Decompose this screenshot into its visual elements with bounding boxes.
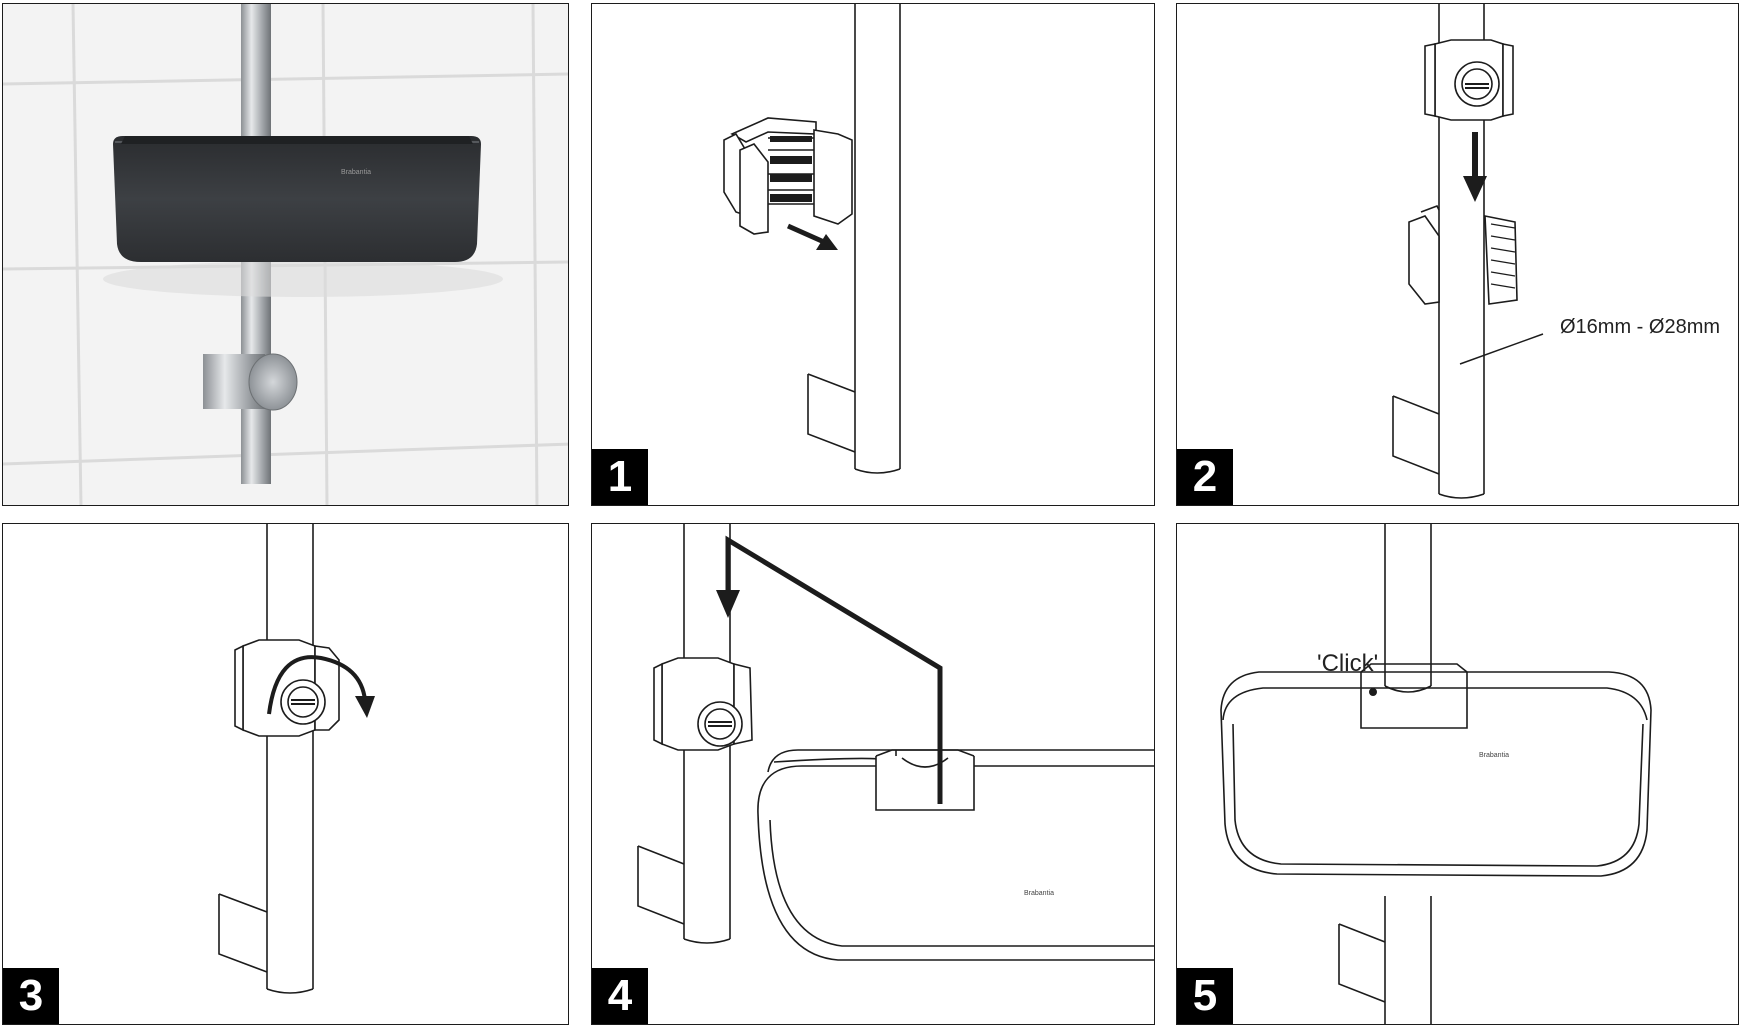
product-brand-mark: Brabantia	[341, 169, 371, 176]
step-number-badge: 2	[1177, 449, 1233, 505]
arrow-down-icon	[716, 535, 943, 804]
product-photo: Brabantia	[3, 4, 568, 505]
step-number-badge: 3	[3, 968, 59, 1024]
step-2-panel: Ø16mm - Ø28mm 2	[1176, 3, 1739, 506]
rotate-clockwise-icon	[267, 655, 375, 718]
step-4-illustration	[637, 524, 1154, 961]
basket-brand-mark: Brabantia	[1024, 890, 1054, 897]
step-3-illustration	[218, 524, 375, 994]
step-number-badge: 5	[1177, 968, 1233, 1024]
pole-diameter-label: Ø16mm - Ø28mm	[1560, 316, 1721, 338]
product-photo-panel: Brabantia	[2, 3, 569, 506]
click-label: 'Click'	[1317, 650, 1379, 677]
diameter-leader-line	[1459, 333, 1544, 365]
step-number-badge: 4	[592, 968, 648, 1024]
step-number-badge: 1	[592, 449, 648, 505]
basket-brand-mark: Brabantia	[1479, 752, 1509, 759]
step-3-panel: 3	[2, 523, 569, 1025]
click-indicator	[1369, 688, 1377, 696]
step-2-illustration	[1392, 4, 1544, 499]
step-4-panel: Brabantia 4	[591, 523, 1155, 1025]
arrow-down-icon	[1463, 132, 1487, 202]
step-1-panel: 1	[591, 3, 1155, 506]
arrow-right-icon	[786, 223, 838, 250]
step-5-illustration	[1220, 524, 1652, 1024]
step-1-illustration	[723, 4, 901, 474]
step-5-panel: 'Click' Brabantia 5	[1176, 523, 1739, 1025]
